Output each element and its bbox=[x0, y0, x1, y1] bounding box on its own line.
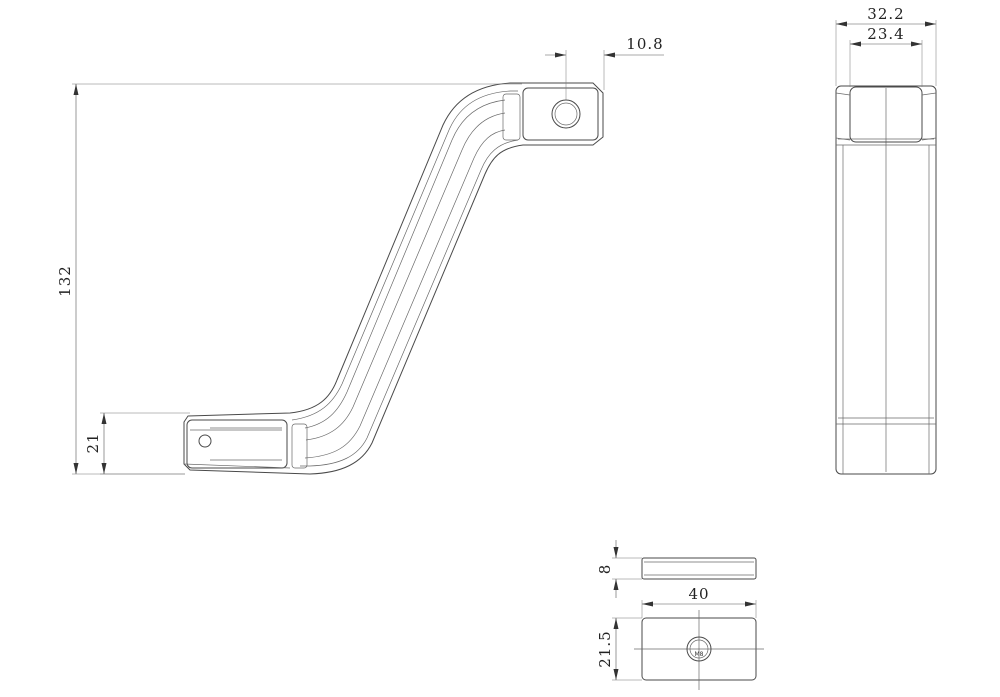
handle-side-view bbox=[835, 85, 937, 475]
handle-center-ridge-b bbox=[304, 129, 506, 459]
bottom-mount-hole bbox=[198, 434, 212, 448]
bottom-mount-block bbox=[186, 419, 288, 469]
dim-21-5-text: 21.5 bbox=[596, 630, 614, 667]
side-view-cap-chamfer bbox=[835, 92, 937, 141]
nut-thread-inner bbox=[689, 639, 709, 659]
top-mount-recess bbox=[502, 93, 521, 141]
dim-32-2-text: 32.2 bbox=[867, 5, 904, 23]
dim-132-text: 132 bbox=[56, 265, 74, 297]
handle-center-ridge-c bbox=[305, 112, 506, 441]
nut-side-body bbox=[641, 557, 757, 580]
handle-outer-profile bbox=[183, 82, 604, 475]
nut-thread-label: M8 bbox=[695, 651, 704, 658]
handle-center-ridge-a bbox=[304, 99, 506, 429]
side-view-body bbox=[835, 85, 937, 475]
bottom-mount-recess bbox=[291, 423, 308, 469]
bottom-mount-edge bbox=[183, 463, 291, 469]
nut-thread-outer bbox=[686, 636, 712, 662]
dim-23-4: 23.4 bbox=[849, 25, 923, 87]
handle-ridge-outer bbox=[291, 90, 518, 421]
top-mount-block bbox=[522, 87, 599, 141]
dim-32-2: 32.2 bbox=[835, 5, 937, 86]
dim-40: 40 bbox=[641, 585, 757, 618]
handle-ridge-inner bbox=[300, 139, 519, 467]
nut-side-view bbox=[641, 557, 757, 580]
nut-top-view: M8 bbox=[634, 610, 764, 690]
dim-21: 21 bbox=[84, 412, 190, 475]
top-mount-hole-outer bbox=[551, 99, 581, 129]
dim-8-text: 8 bbox=[596, 564, 614, 575]
dim-23-4-text: 23.4 bbox=[867, 25, 904, 43]
side-view-cap-inner bbox=[849, 86, 923, 143]
dim-10-8-text: 10.8 bbox=[626, 35, 663, 53]
dim-21-text: 21 bbox=[84, 432, 102, 453]
dim-40-text: 40 bbox=[688, 585, 709, 603]
dim-21-5: 21.5 bbox=[596, 617, 642, 681]
handle-front-view bbox=[183, 82, 604, 475]
dim-132: 132 bbox=[56, 83, 522, 475]
top-mount-hole-inner bbox=[554, 102, 578, 126]
dim-10-8: 10.8 bbox=[545, 35, 664, 100]
dim-8: 8 bbox=[596, 540, 642, 598]
